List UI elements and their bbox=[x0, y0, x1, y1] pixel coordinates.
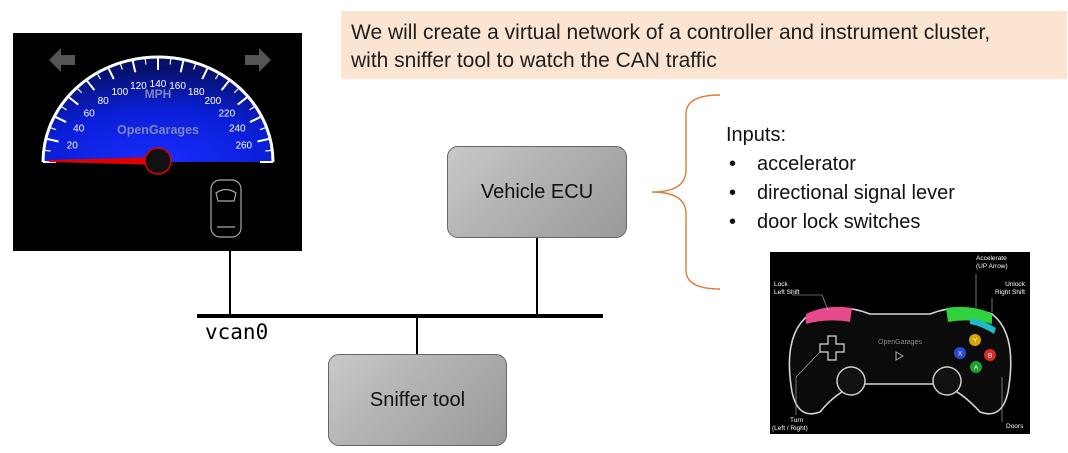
banner-line-1: We will create a virtual network of a co… bbox=[351, 21, 991, 44]
speed-tick bbox=[67, 95, 79, 106]
x-button-label: X bbox=[958, 351, 963, 358]
doors-label: Doors bbox=[1006, 423, 1024, 430]
b-button bbox=[984, 349, 996, 361]
inputs-title: Inputs: bbox=[726, 124, 787, 146]
speed-tick bbox=[179, 59, 185, 73]
speed-tick bbox=[220, 79, 231, 91]
right-turn-arrow-icon bbox=[245, 48, 271, 72]
x-button bbox=[954, 347, 966, 359]
speed-tick bbox=[43, 149, 51, 152]
ecu-bus-connector bbox=[536, 238, 538, 316]
speed-tick bbox=[259, 126, 267, 131]
can-bus-line bbox=[197, 314, 603, 318]
speed-tick-label: 160 bbox=[169, 81, 186, 92]
right-thumbstick bbox=[932, 366, 962, 396]
cluster-brand-label: OpenGarages bbox=[117, 123, 199, 137]
y-button-label: Y bbox=[973, 338, 978, 345]
speed-tick-label: 260 bbox=[235, 140, 252, 151]
left-thumbstick bbox=[836, 366, 866, 396]
speed-tick-label: 240 bbox=[229, 124, 246, 135]
speed-tick bbox=[107, 66, 115, 80]
speed-tick-label: 60 bbox=[84, 109, 96, 120]
speed-tick bbox=[169, 57, 172, 65]
needle-hub bbox=[144, 147, 172, 175]
banner-line-2: with sniffer tool to watch the CAN traff… bbox=[351, 49, 717, 72]
speed-tick bbox=[257, 137, 271, 143]
speed-unit-label: MPH bbox=[145, 87, 172, 101]
cluster-bus-connector bbox=[229, 251, 231, 316]
lock-label-line-2: Left Shift bbox=[774, 289, 800, 296]
speed-tick bbox=[49, 126, 57, 131]
input-item-door-lock: door lock switches bbox=[726, 208, 955, 237]
left-turn-arrow-icon bbox=[49, 48, 75, 72]
speed-tick bbox=[233, 87, 240, 94]
a-button bbox=[970, 361, 982, 373]
speed-tick bbox=[96, 72, 102, 80]
left-shift-bumper bbox=[806, 306, 852, 324]
description-banner: We will create a virtual network of a co… bbox=[341, 11, 1067, 79]
lock-label-line-1: Lock bbox=[774, 281, 788, 288]
input-item-signal-lever: directional signal lever bbox=[726, 179, 955, 208]
game-controller-image: Y X B A OpenGarages Lock Left Shift Acce… bbox=[770, 252, 1030, 434]
sniffer-tool-node: Sniffer tool bbox=[328, 354, 507, 446]
inputs-list: Inputs: accelerator directional signal l… bbox=[726, 121, 955, 237]
start-button-icon bbox=[895, 351, 905, 361]
speed-tick bbox=[131, 59, 137, 73]
speed-tick bbox=[214, 72, 220, 80]
turn-label-line-1: Turn bbox=[790, 417, 804, 424]
speed-tick-label: 20 bbox=[67, 140, 79, 151]
speed-tick bbox=[144, 57, 147, 65]
speed-tick bbox=[249, 115, 263, 123]
speedometer-ticks bbox=[43, 57, 273, 163]
speed-tick-label: 180 bbox=[188, 87, 205, 98]
speed-tick bbox=[265, 149, 273, 152]
b-button-label: B bbox=[988, 353, 992, 360]
controller-graphic: Y X B A OpenGarages Lock Left Shift Acce… bbox=[772, 255, 1026, 432]
vehicle-ecu-node: Vehicle ECU bbox=[447, 146, 627, 238]
speed-needle bbox=[49, 157, 158, 165]
car-door-status-icon bbox=[210, 179, 242, 238]
accelerate-label-line-1: Accelerate bbox=[976, 255, 1007, 262]
speed-tick-label: 100 bbox=[111, 87, 128, 98]
unlock-label-line-1: Unlock bbox=[1005, 281, 1026, 288]
controller-brand-label: OpenGarages bbox=[878, 339, 922, 346]
accelerate-label-line-2: (UP Arrow) bbox=[976, 263, 1008, 270]
speed-tick-label: 120 bbox=[130, 81, 147, 92]
right-shift-bumper bbox=[946, 306, 992, 324]
dpad-icon bbox=[819, 335, 845, 361]
speed-tick-label: 80 bbox=[98, 96, 110, 107]
right-trigger bbox=[970, 318, 996, 334]
speed-tick bbox=[76, 87, 83, 94]
speed-tick bbox=[85, 79, 96, 91]
bus-name-label: vcan0 bbox=[205, 320, 269, 344]
speed-tick-label: 40 bbox=[73, 124, 85, 135]
a-button-label: A bbox=[974, 365, 979, 372]
speed-tick bbox=[193, 62, 197, 70]
sniffer-tool-label: Sniffer tool bbox=[369, 388, 466, 411]
speed-tick bbox=[53, 115, 67, 123]
speed-tick bbox=[249, 105, 256, 111]
unlock-label-line-2: Right Shift bbox=[995, 289, 1025, 296]
speed-tick bbox=[60, 105, 67, 111]
inputs-brace bbox=[651, 94, 721, 290]
callout-lines bbox=[792, 274, 1003, 422]
speed-tick-label: 200 bbox=[205, 96, 222, 107]
speedometer-face bbox=[43, 57, 273, 162]
turn-label-line-2: (Left / Right) bbox=[772, 425, 808, 432]
speed-tick bbox=[119, 62, 123, 70]
speed-tick bbox=[237, 95, 249, 106]
speed-tick bbox=[45, 137, 59, 143]
speed-tick bbox=[201, 66, 209, 80]
sniffer-bus-connector bbox=[416, 316, 418, 354]
speed-tick-label: 220 bbox=[218, 109, 235, 120]
input-item-accelerator: accelerator bbox=[726, 150, 955, 179]
speed-tick-label: 140 bbox=[150, 79, 167, 90]
y-button bbox=[969, 334, 981, 346]
vehicle-ecu-label: Vehicle ECU bbox=[480, 180, 594, 203]
